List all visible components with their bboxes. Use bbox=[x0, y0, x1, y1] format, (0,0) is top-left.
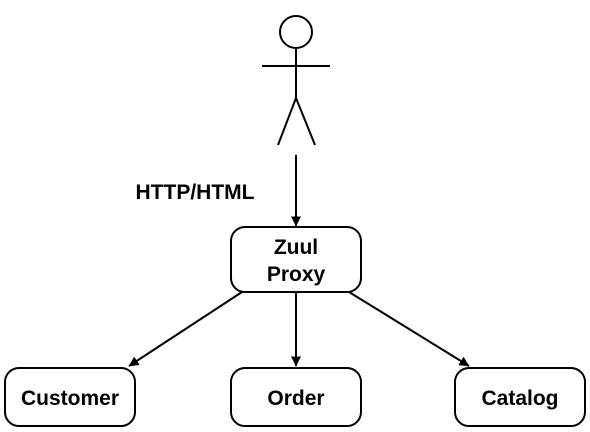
customer-label: Customer bbox=[21, 387, 119, 410]
zuul-proxy-label-line2: Proxy bbox=[267, 263, 326, 286]
actor-head bbox=[279, 15, 313, 49]
catalog-service-node: Catalog bbox=[454, 367, 586, 427]
order-box bbox=[230, 367, 362, 427]
customer-service-node: Customer bbox=[4, 367, 136, 427]
http-html-label: HTTP/HTML bbox=[136, 181, 255, 204]
proxy-to-customer-arrow bbox=[128, 291, 243, 367]
actor-right-leg bbox=[295, 97, 316, 146]
catalog-label: Catalog bbox=[481, 387, 558, 410]
user-actor-icon bbox=[262, 15, 330, 146]
customer-box bbox=[4, 367, 136, 427]
order-service-node: Order bbox=[230, 367, 362, 427]
zuul-proxy-node: Zuul Proxy bbox=[230, 226, 362, 293]
catalog-box bbox=[454, 367, 586, 427]
proxy-to-catalog-arrow bbox=[348, 291, 470, 367]
order-label: Order bbox=[267, 387, 324, 410]
actor-left-leg bbox=[277, 97, 297, 146]
zuul-proxy-label-line1: Zuul bbox=[274, 236, 318, 259]
